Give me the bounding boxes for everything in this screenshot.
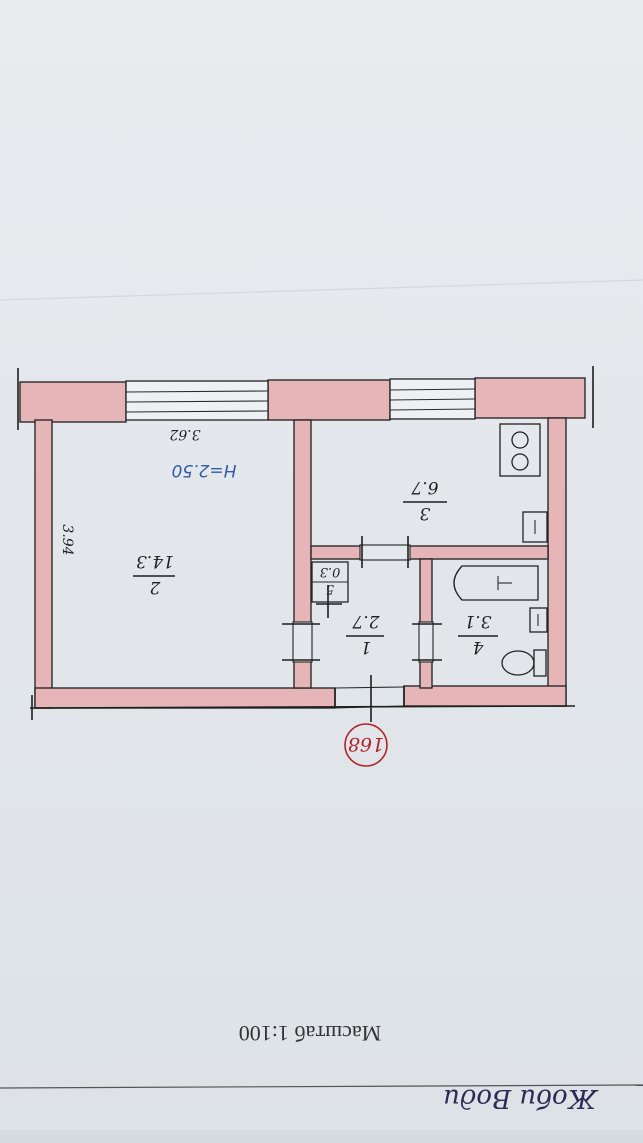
dimension-line-bottom [29,695,576,720]
room-2-number: 2 [150,577,162,597]
entrance-door [334,675,405,722]
room-1-number: 1 [361,637,372,657]
door-to-bathroom [412,621,442,663]
svg-text:168: 168 [348,733,384,755]
exterior-wall-left [34,419,53,709]
signature-baseline [0,1084,643,1089]
exterior-wall-right [547,417,567,707]
room-1-area: 2.7 [352,611,380,631]
svg-text:Жоби Води: Жоби Води [443,1083,599,1113]
window-small [389,378,476,420]
scale-label: Масштаб 1:100 [239,1021,381,1046]
signature: Жоби Води [443,1083,599,1113]
width-dimension: 3.62 [169,426,200,442]
room-3-area: 6.7 [411,477,438,497]
room-4-number: 4 [473,637,485,657]
apartment-number-stamp: 168 [344,723,388,767]
toilet-icon [501,649,547,677]
room-5-number: 5 [326,581,334,596]
stove-icon [499,423,541,477]
partition-horizontal [310,545,549,560]
room-3-label: 3 6.7 [403,477,447,523]
svg-text:3.62: 3.62 [169,426,200,442]
washbasin-icon [529,607,548,633]
room-3-number: 3 [420,503,431,523]
door-to-room-3 [359,536,411,568]
bathtub-icon [453,565,539,601]
room-2-area: 14.3 [136,551,174,571]
room-4-label: 4 3.1 [458,611,498,657]
exterior-wall-top [19,377,586,423]
paper-bottom-edge [0,1130,643,1143]
svg-text:3.94: 3.94 [59,524,75,555]
window-large [125,380,269,421]
room-4-area: 3.1 [464,611,491,631]
door-to-room-2 [282,621,320,663]
room-5-label: 5 0.3 [320,564,341,596]
room-2-label: 2 14.3 [133,551,175,597]
room-5-area: 0.3 [320,564,341,579]
kitchen-sink-icon [522,511,548,543]
ceiling-height-label: H=2.50 [172,460,237,480]
exterior-wall-bottom-left [34,687,336,709]
closet-box [311,561,349,618]
svg-text:H=2.50: H=2.50 [172,460,237,480]
room-1-label: 1 2.7 [346,611,384,657]
paper-crease [0,279,643,301]
exterior-wall-bottom-right [403,685,567,707]
depth-dimension: 3.94 [59,524,75,555]
svg-text:Масштаб 1:100: Масштаб 1:100 [239,1021,381,1046]
